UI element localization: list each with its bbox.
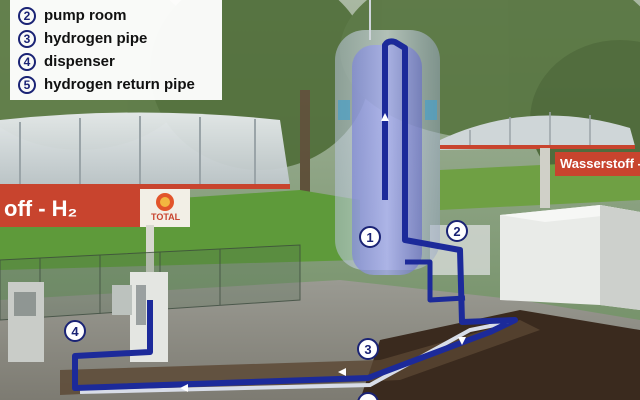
legend-number: 5 [18, 76, 36, 94]
right-banner-text: Wasserstoff - H₂ [560, 156, 640, 171]
legend-label: hydrogen return pipe [44, 76, 195, 93]
marker-3: 3 [357, 338, 379, 360]
legend-number: 2 [18, 7, 36, 25]
marker-2: 2 [446, 220, 468, 242]
marker-4: 4 [64, 320, 86, 342]
legend-item: 3 hydrogen pipe [18, 27, 214, 50]
legend-item: 2 pump room [18, 4, 214, 27]
marker-1: 1 [359, 226, 381, 248]
legend-label: dispenser [44, 53, 115, 70]
legend-item: 5 hydrogen return pipe [18, 73, 214, 96]
legend-panel: 2 pump room 3 hydrogen pipe 4 dispenser … [10, 0, 222, 100]
legend-label: pump room [44, 7, 127, 24]
legend-number: 4 [18, 53, 36, 71]
legend-number: 3 [18, 30, 36, 48]
left-banner-text: off - H₂ [4, 196, 77, 222]
legend-label: hydrogen pipe [44, 30, 147, 47]
brand-logo-text: TOTAL [151, 212, 180, 222]
legend-item: 4 dispenser [18, 50, 214, 73]
